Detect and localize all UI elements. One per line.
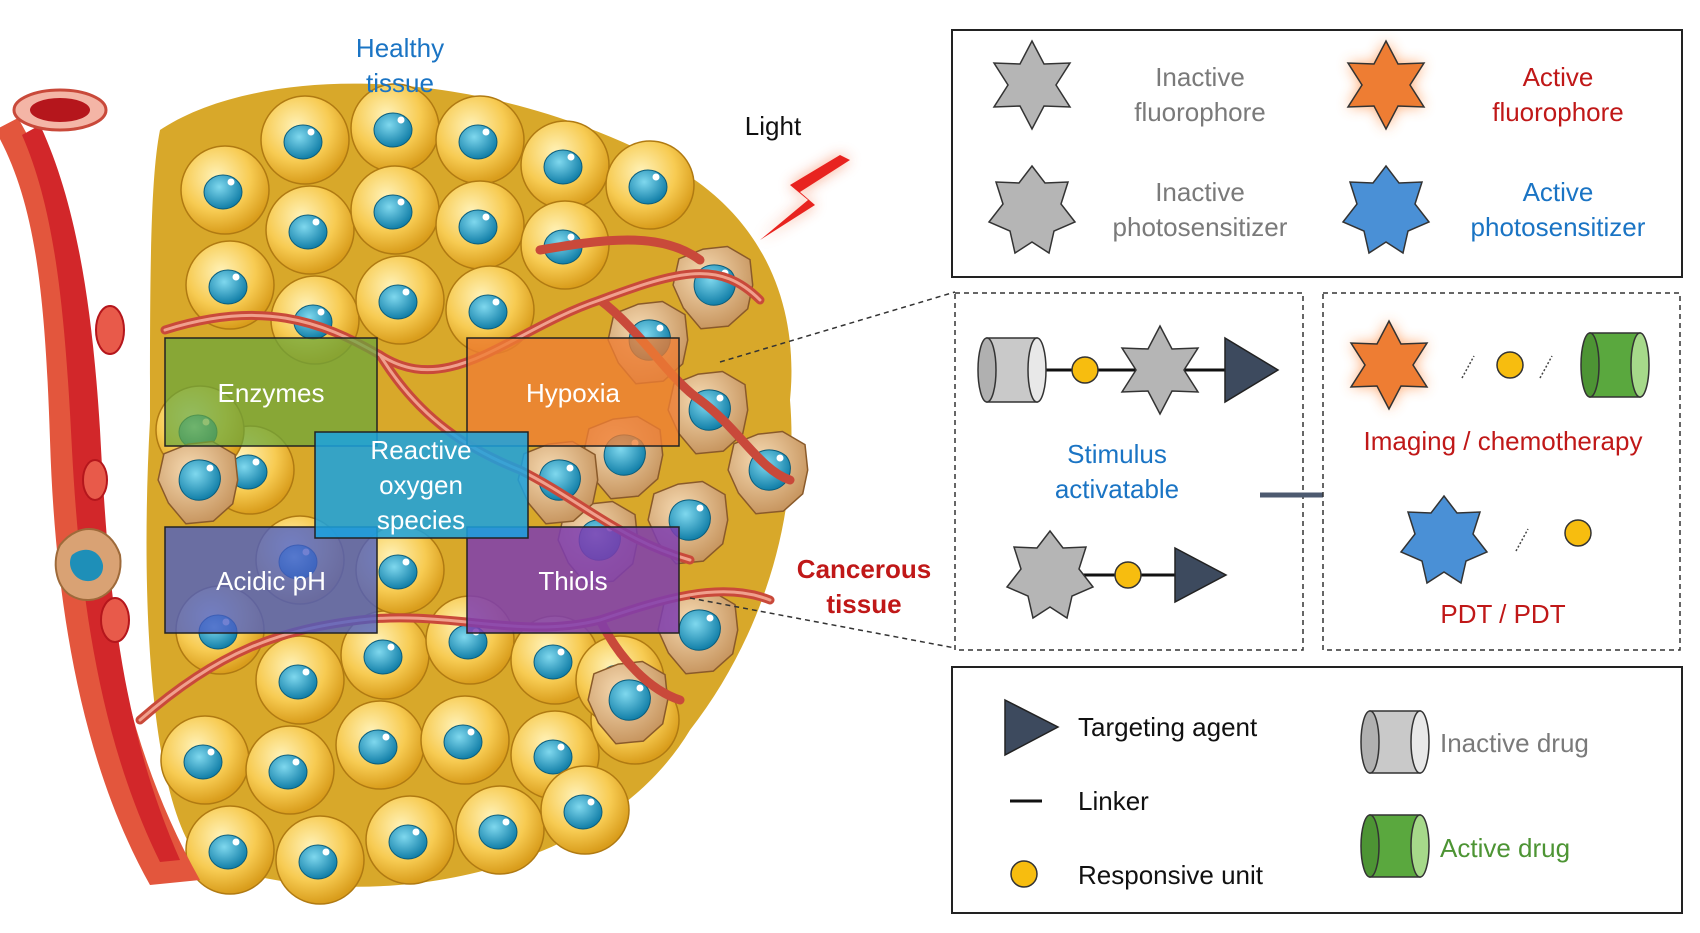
stimulus-enzymes: Enzymes [164, 337, 378, 447]
healthy-cell [185, 805, 275, 895]
pdt-label: PDT / PDT [1440, 599, 1565, 629]
active-ps-label1: Active [1523, 177, 1594, 207]
responsive-unit-icon [1564, 519, 1592, 547]
active-fluorophore-label1: Active [1523, 62, 1594, 92]
blood-vessel [0, 88, 200, 885]
responsive-unit-icon [1010, 860, 1038, 888]
ros-label-line2: oxygen [379, 470, 463, 500]
imaging-label: Imaging / chemotherapy [1364, 426, 1643, 456]
healthy-cell [160, 715, 250, 805]
healthy-cell [365, 795, 455, 885]
stimulus-thiols: Thiols [466, 526, 680, 634]
healthy-label-line2: tissue [366, 68, 434, 98]
healthy-cell [245, 725, 335, 815]
healthy-cell [180, 145, 270, 235]
stimulus-hypoxia: Hypoxia [466, 337, 680, 447]
stimulus-label1: Stimulus [1067, 439, 1167, 469]
acidic-ph-label: Acidic pH [216, 566, 326, 596]
stimulus-label2: activatable [1055, 474, 1179, 504]
mechanism-right-panel: Imaging / chemotherapy PDT / PDT [1322, 292, 1681, 651]
targeting-agent-label: Targeting agent [1078, 712, 1258, 742]
healthy-cell [350, 165, 440, 255]
healthy-cell [255, 635, 345, 725]
inactive-drug-label: Inactive drug [1440, 728, 1589, 758]
zoom-lines [689, 291, 956, 649]
inactive-fluorophore-label1: Inactive [1155, 62, 1245, 92]
light-label: Light [745, 111, 802, 141]
healthy-cell [435, 180, 525, 270]
active-ps-label2: photosensitizer [1471, 212, 1646, 242]
ros-label-line3: species [377, 505, 465, 535]
responsive-unit-label: Responsive unit [1078, 860, 1264, 890]
healthy-cell [540, 765, 630, 855]
healthy-cell [420, 695, 510, 785]
inactive-ps-label2: photosensitizer [1113, 212, 1288, 242]
healthy-cell [355, 255, 445, 345]
responsive-unit-icon [1071, 356, 1099, 384]
active-drug-label: Active drug [1440, 833, 1570, 863]
cleaved-linker [1461, 355, 1475, 379]
healthy-cell [605, 140, 695, 230]
thiols-label: Thiols [538, 566, 607, 596]
healthy-cell [520, 120, 610, 210]
hypoxia-label: Hypoxia [526, 378, 620, 408]
healthy-cell [260, 95, 350, 185]
tissue-illustration: Enzymes Hypoxia Acidic pH Thiols Reactiv… [0, 33, 931, 905]
legend-top: Inactive fluorophore Active fluorophore … [951, 29, 1683, 278]
healthy-cell [275, 815, 365, 905]
active-drug-icon [1360, 814, 1430, 878]
legend-bottom: Targeting agent Linker Responsive unit I… [951, 666, 1683, 914]
inactive-fluorophore-label2: fluorophore [1134, 97, 1266, 127]
light-bolt-icon [760, 155, 850, 240]
active-drug-cylinder-icon [1580, 332, 1650, 398]
cancer-label-line1: Cancerous [797, 554, 931, 584]
active-fluorophore-label2: fluorophore [1492, 97, 1624, 127]
stimulus-ros: Reactive oxygen species [314, 431, 529, 539]
inactive-drug-cylinder-icon [977, 337, 1047, 403]
responsive-unit-icon [1496, 351, 1524, 379]
healthy-cell [265, 185, 355, 275]
inactive-drug-icon [1360, 710, 1430, 774]
ros-label-line1: Reactive [370, 435, 471, 465]
healthy-cell [335, 700, 425, 790]
linker-label: Linker [1078, 786, 1149, 816]
cleaved-linker [1539, 355, 1553, 379]
targeting-agent-icon [1174, 546, 1228, 604]
cleaved-linker [1515, 528, 1529, 552]
enzymes-label: Enzymes [218, 378, 325, 408]
healthy-cell [445, 265, 535, 355]
healthy-cell [455, 785, 545, 875]
healthy-cell [435, 95, 525, 185]
healthy-label-line1: Healthy [356, 33, 444, 63]
healthy-cell [350, 83, 440, 173]
mechanism-left-panel: Stimulus activatable [954, 292, 1304, 651]
responsive-unit-icon [1114, 561, 1142, 589]
targeting-agent-icon [1004, 698, 1060, 757]
stimulus-acidic-ph: Acidic pH [164, 526, 378, 634]
inactive-ps-label1: Inactive [1155, 177, 1245, 207]
cancer-label-line2: tissue [826, 589, 901, 619]
healthy-cell [185, 240, 275, 330]
targeting-agent-icon [1224, 336, 1280, 404]
